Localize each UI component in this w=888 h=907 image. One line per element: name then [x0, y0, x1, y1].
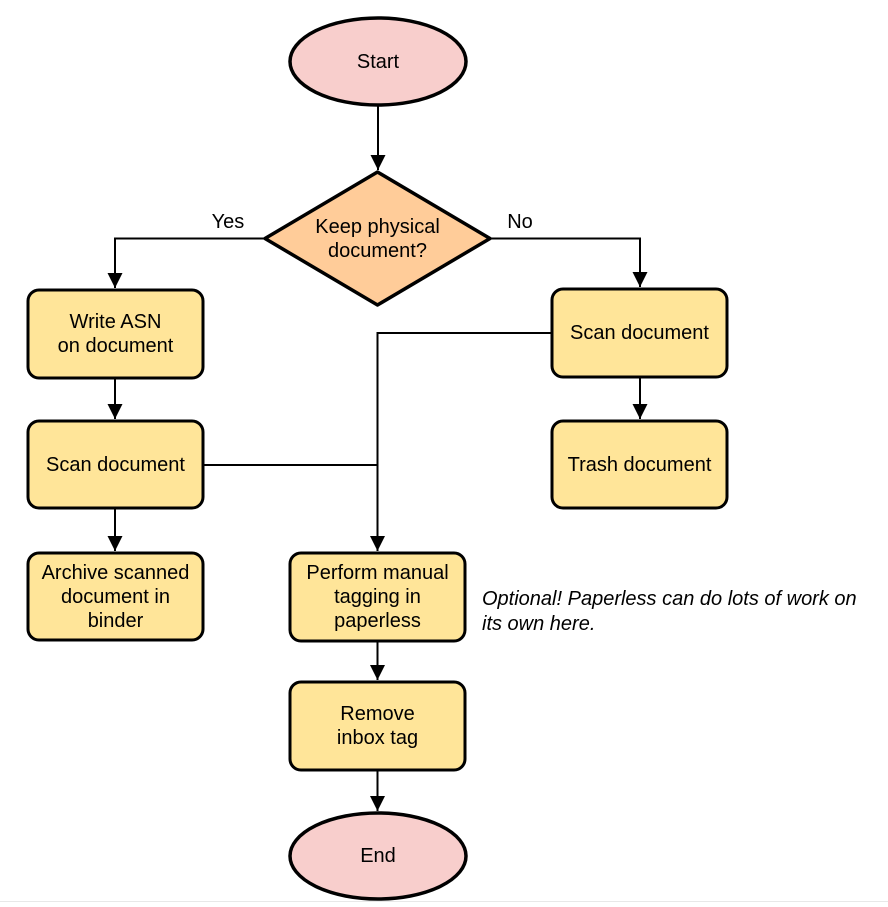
scan-right-node-shape	[550, 287, 729, 379]
remove-inbox-node-shape	[288, 680, 467, 772]
yes-edge-label: Yes	[211, 211, 245, 233]
bottom-divider	[0, 901, 888, 902]
tagging-node-shape	[288, 551, 467, 643]
optional-note: Optional! Paperless can do lots of work …	[482, 588, 857, 635]
write-asn-node-shape	[26, 288, 205, 380]
no-edge-label: No	[507, 211, 533, 233]
trash-node-shape	[550, 419, 729, 510]
edge-decision-yes-to-write-asn	[107, 237, 265, 288]
nodes	[26, 16, 729, 901]
scan-left-node-shape	[26, 419, 205, 510]
edge-scan-right-to-tagging	[370, 332, 552, 551]
end-node-shape	[288, 811, 468, 901]
edges	[107, 105, 648, 811]
edge-decision-no-to-scan-right	[490, 237, 648, 287]
decision-node-shape	[263, 170, 492, 307]
start-node-shape	[288, 16, 468, 107]
archive-node-shape	[26, 551, 205, 642]
